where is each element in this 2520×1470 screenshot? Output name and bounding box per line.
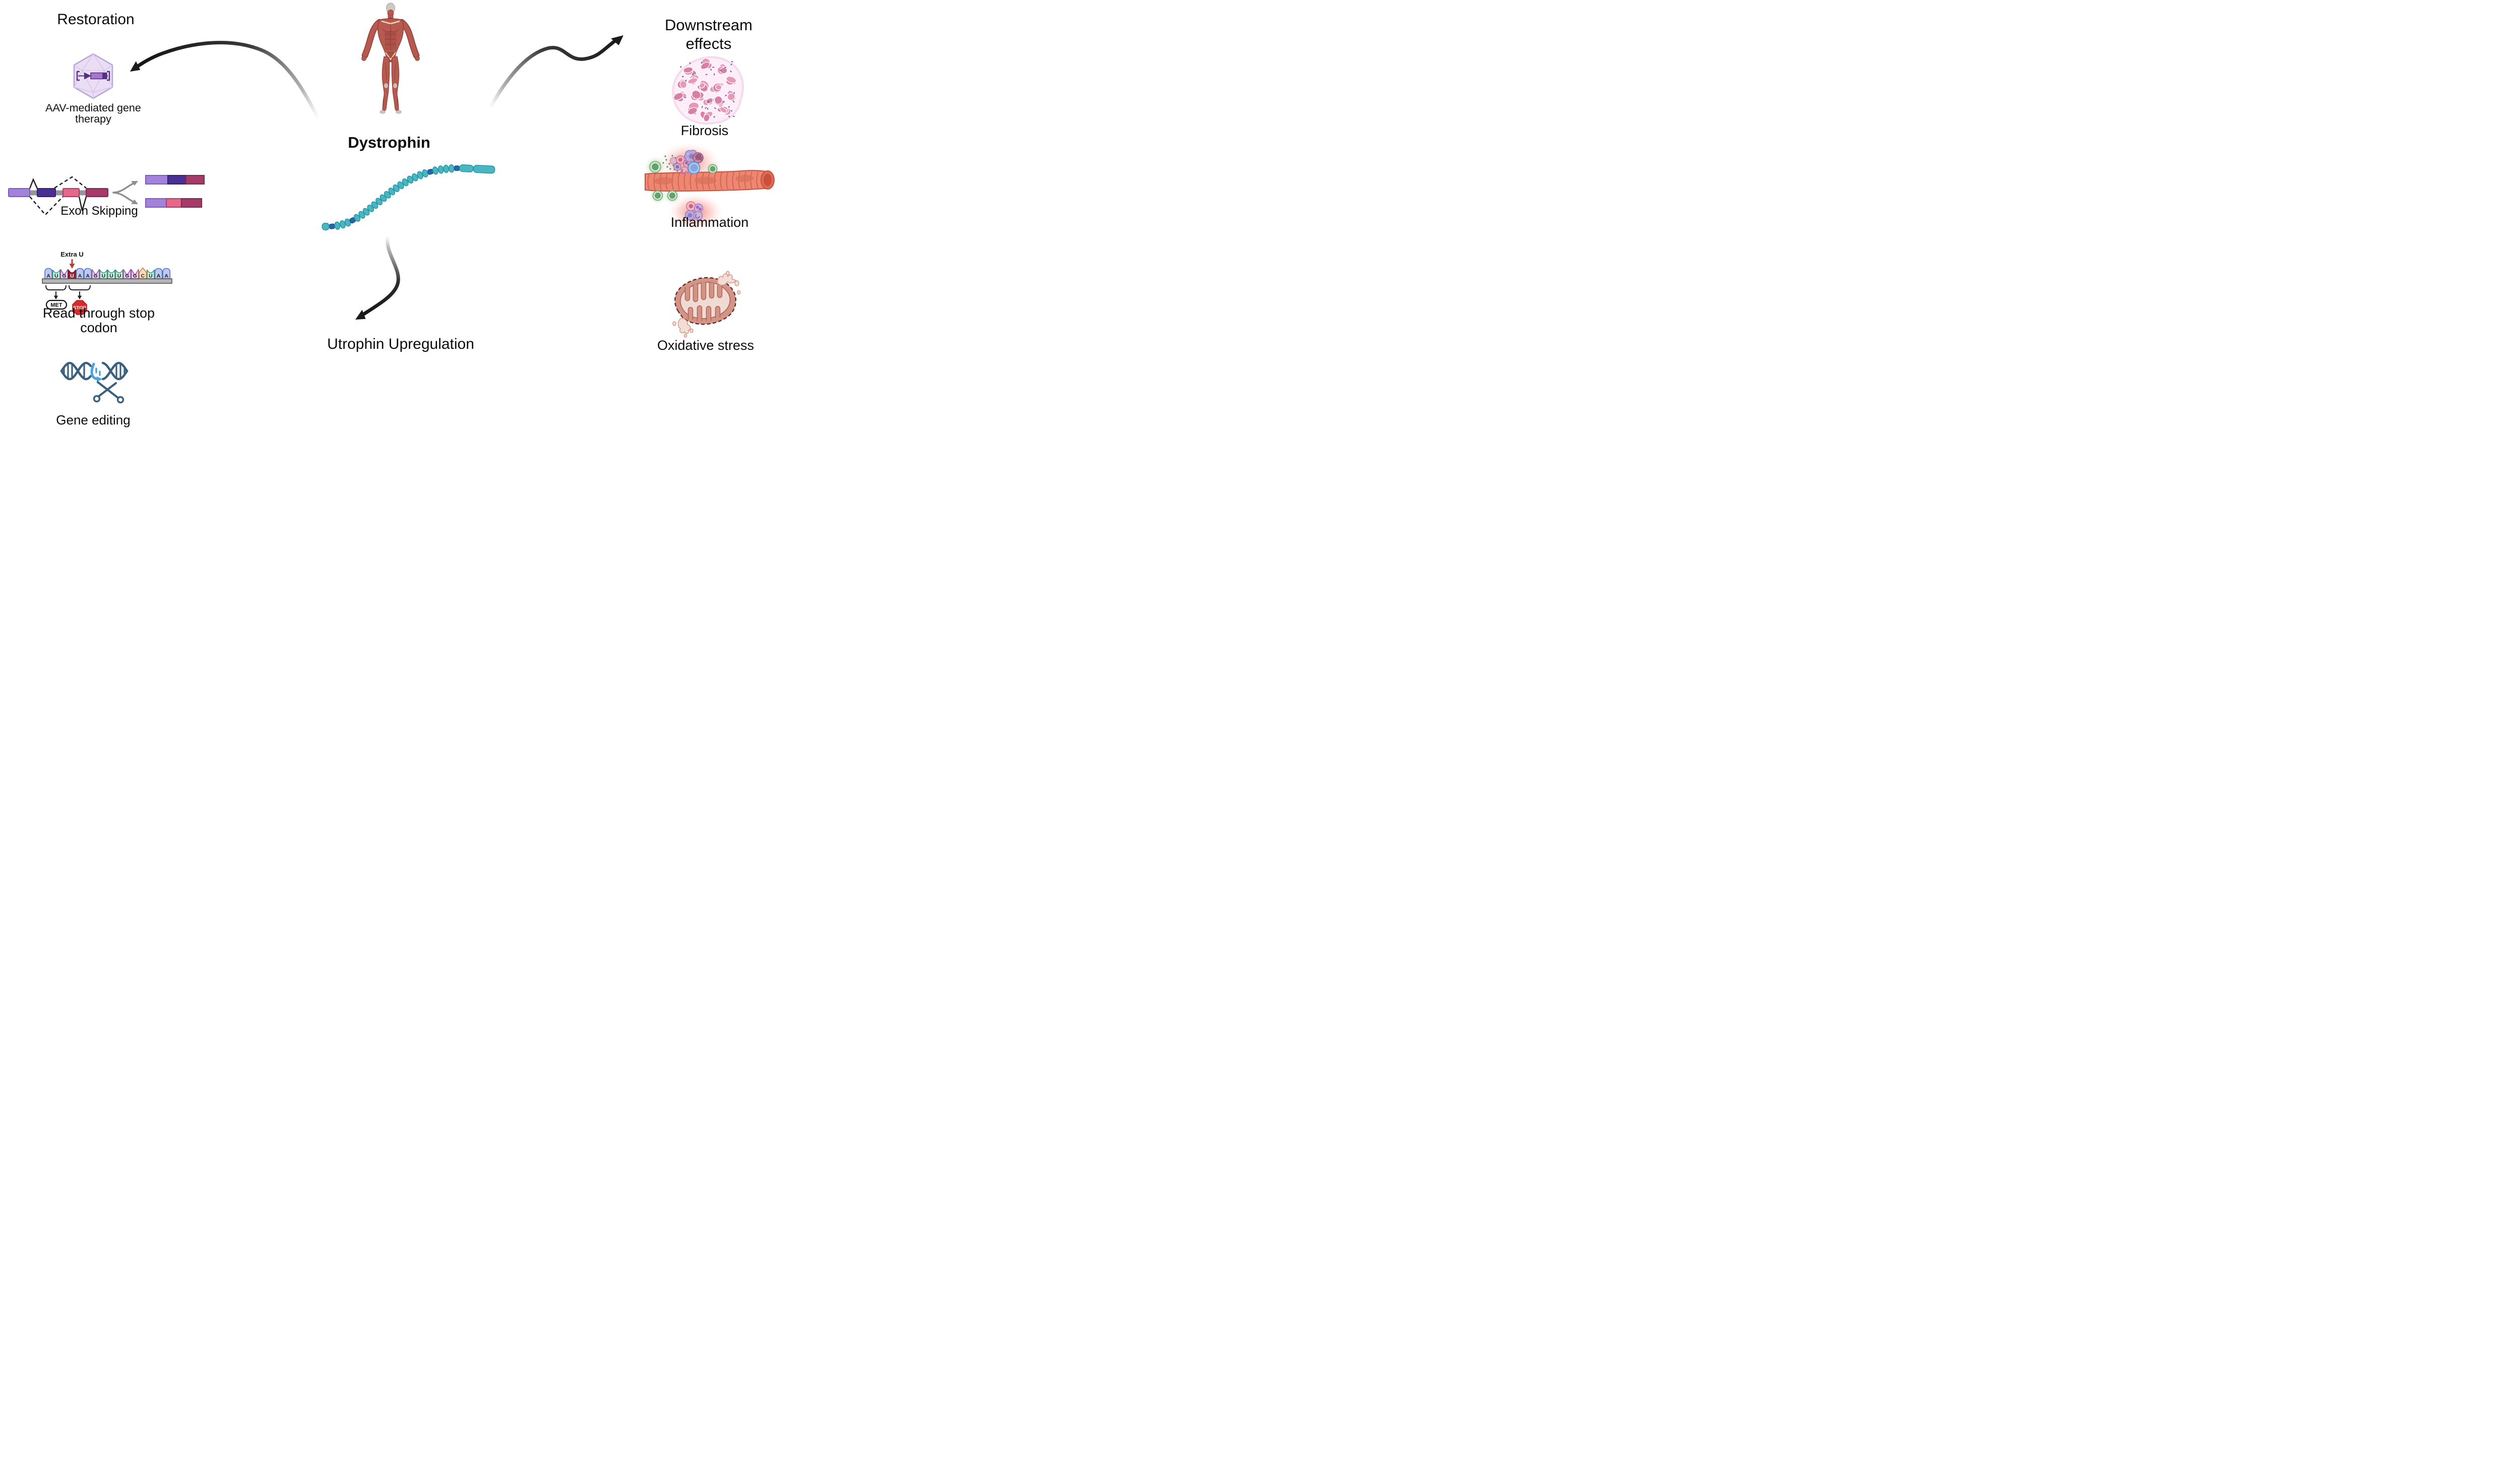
muscle-fiber-icon [645, 170, 775, 192]
arrow-to-utrophin [355, 234, 400, 320]
svg-text:G: G [94, 273, 98, 279]
aav-capsid-icon [73, 53, 113, 99]
dna-helix-icon [60, 361, 129, 381]
splice-dashed-caret [54, 176, 87, 189]
arrow-to-downstream [488, 35, 623, 110]
stop-sign-icon [72, 300, 87, 315]
mrna-backbone-bar [42, 278, 172, 284]
green-immune-cells [649, 161, 718, 201]
dystrophin-protein-chain [322, 164, 495, 230]
aav-gene-therapy-label: AAV-mediated gene therapy [45, 102, 141, 125]
stop-bracket [69, 285, 91, 290]
downstream-effects-heading: Downstream effects [665, 16, 752, 53]
damaged-mitochondria-icon [672, 271, 741, 338]
met-label: MET [50, 302, 62, 309]
aav-gene-cassette [76, 71, 110, 81]
human-muscle-figure [361, 3, 420, 114]
aav-label-line2: therapy [75, 112, 111, 125]
svg-text:G: G [133, 273, 137, 279]
splice-solid-v [78, 196, 87, 211]
splice-dashed-v [29, 196, 64, 216]
svg-text:G: G [62, 273, 66, 279]
intron-bar [8, 190, 108, 196]
spliced-product-1 [145, 175, 205, 185]
svg-text:A: A [86, 273, 90, 279]
downstream-line1: Downstream [665, 16, 752, 34]
fibrosis-tissue-icon [672, 56, 744, 125]
gene-editing-label: Gene editing [56, 412, 131, 427]
restoration-heading: Restoration [57, 11, 135, 28]
aav-label-line1: AAV-mediated gene [45, 102, 141, 114]
readthrough-label: Read through stop codon [43, 306, 155, 335]
scissors-icon [93, 381, 124, 404]
gene-editing-graphic [60, 361, 129, 404]
extra-u-annotation: Extra U [60, 251, 84, 258]
lymphocyte-cell-icon [687, 161, 701, 174]
svg-text:A: A [46, 273, 50, 279]
readthrough-line2: codon [80, 320, 117, 335]
exon-skipping-graphic [8, 175, 205, 216]
arrowhead-down-icon [355, 310, 366, 320]
stop-label: STOP [73, 305, 86, 311]
arrowhead-left-icon [130, 61, 141, 72]
svg-text:U: U [109, 273, 113, 279]
svg-text:U: U [117, 273, 121, 279]
svg-text:A: A [157, 273, 161, 279]
immune-cell-cluster-bottom [684, 201, 704, 221]
svg-text:U: U [54, 273, 58, 279]
fibrosis-label: Fibrosis [680, 123, 729, 138]
svg-text:U: U [149, 273, 153, 279]
svg-text:A: A [164, 273, 168, 279]
svg-text:U: U [70, 273, 74, 279]
downstream-line2: effects [685, 35, 732, 52]
inflammation-scene [644, 142, 775, 232]
splice-solid-caret [29, 177, 38, 189]
svg-text:A: A [78, 273, 82, 279]
dystrophin-title: Dystrophin [348, 134, 430, 151]
monocyte-cell-icon [692, 152, 704, 163]
svg-text:U: U [102, 273, 106, 279]
splice-branch-arrows [112, 182, 135, 203]
edit-insert-arrow-icon [90, 362, 100, 381]
svg-text:C: C [141, 273, 145, 279]
met-pill [45, 299, 68, 310]
utrophin-upregulation-label: Utrophin Upregulation [327, 336, 474, 352]
readthrough-line1: Read through stop [42, 305, 155, 321]
arrow-to-restoration [130, 41, 321, 121]
svg-text:G: G [125, 273, 129, 279]
pre-mrna-exons [8, 188, 108, 197]
spliced-product-2 [145, 198, 202, 208]
mito-burst-splashes [672, 271, 741, 338]
exon-skipping-label: Exon Skipping [60, 204, 138, 218]
inflammation-label: Inflammation [670, 215, 749, 230]
met-bracket [45, 285, 67, 290]
arrowhead-right-icon [611, 35, 623, 45]
oxidative-stress-label: Oxidative stress [657, 338, 754, 353]
